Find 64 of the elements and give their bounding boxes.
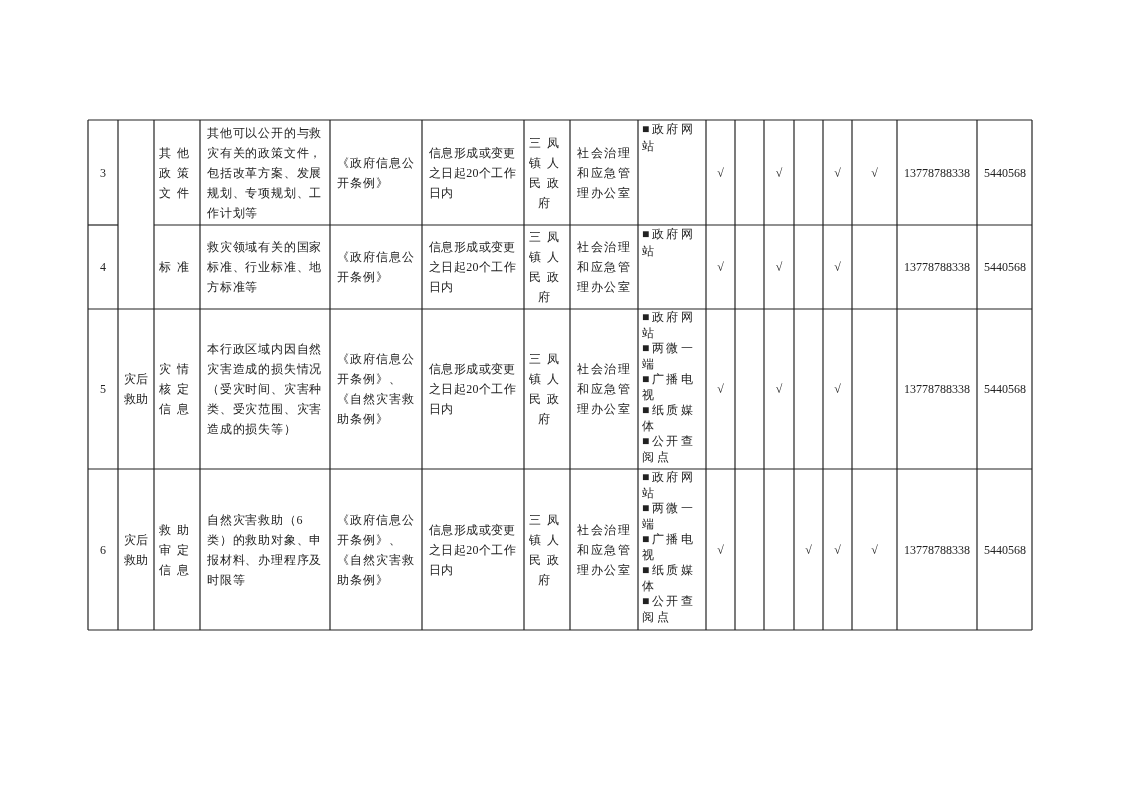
check-mark: √: [716, 259, 725, 276]
department-name: 社会治理和应急管理办公室: [577, 521, 631, 579]
channel-item: ■公开查阅点: [642, 434, 697, 465]
phone-number: 13778788338: [904, 259, 970, 276]
check-mark: √: [774, 259, 784, 276]
row-number: 4: [99, 259, 107, 276]
legal-basis: 《政府信息公开条例》、《自然灾害救助条例》: [337, 351, 415, 428]
check-mark: √: [870, 164, 879, 182]
channel-item: ■政府网站: [642, 470, 697, 501]
phone-number: 13778788338: [904, 541, 970, 559]
check-mark: √: [833, 259, 842, 276]
channel-item: ■公开查阅点: [642, 594, 697, 625]
fax-number: 5440568: [984, 541, 1025, 559]
check-mark: √: [833, 381, 842, 398]
category-text: 灾后救助: [123, 531, 149, 569]
check-mark: √: [833, 541, 842, 559]
item-name: 标准: [158, 259, 196, 276]
channel-item: ■政府网站: [642, 310, 697, 341]
fax-number: 5440568: [984, 259, 1025, 276]
department-name: 社会治理和应急管理办公室: [577, 361, 631, 418]
channel-item: ■纸质媒体: [642, 563, 697, 594]
fax-number: 5440568: [984, 381, 1025, 398]
legal-basis: 《政府信息公开条例》: [337, 154, 415, 192]
check-mark: √: [833, 164, 842, 182]
time-limit: 信息形成或变更之日起20个工作日内: [429, 144, 517, 202]
responsible-body: 三凤镇人民政府: [528, 134, 566, 212]
responsible-body: 三凤镇人民政府: [528, 229, 566, 306]
phone-number: 13778788338: [904, 381, 970, 398]
row-number: 3: [99, 164, 107, 182]
check-mark: √: [804, 541, 813, 559]
department-name: 社会治理和应急管理办公室: [577, 144, 631, 202]
channel-item: ■政府网站: [642, 121, 697, 155]
check-mark: √: [716, 381, 725, 398]
item-name: 灾情核定信息: [158, 361, 196, 418]
channel-item: ■两微一端: [642, 341, 697, 372]
time-limit: 信息形成或变更之日起20个工作日内: [429, 521, 517, 579]
content-text: 自然灾害救助（6类）的救助对象、申报材料、办理程序及时限等: [207, 511, 323, 589]
check-mark: √: [774, 381, 784, 398]
item-name: 其他政策文件: [158, 144, 196, 202]
legal-basis: 《政府信息公开条例》: [337, 249, 415, 286]
responsible-body: 三凤镇人民政府: [528, 511, 566, 589]
content-text: 救灾领域有关的国家标准、行业标准、地方标准等: [207, 239, 323, 296]
time-limit: 信息形成或变更之日起20个工作日内: [429, 239, 517, 296]
check-mark: √: [716, 164, 725, 182]
item-name: 救助审定信息: [158, 521, 196, 579]
channel-item: ■政府网站: [642, 226, 697, 260]
responsible-body: 三凤镇人民政府: [528, 351, 566, 428]
department-name: 社会治理和应急管理办公室: [577, 239, 631, 296]
content-text: 本行政区域内因自然灾害造成的损失情况（受灾时间、灾害种类、受灾范围、灾害造成的损失等）: [207, 341, 323, 438]
check-mark: √: [870, 541, 879, 559]
channel-item: ■纸质媒体: [642, 403, 697, 434]
channel-item: ■广播电视: [642, 372, 697, 403]
category-text: 灾后救助: [123, 371, 149, 408]
row-number: 5: [99, 381, 107, 398]
time-limit: 信息形成或变更之日起20个工作日内: [429, 361, 517, 418]
content-text: 其他可以公开的与救灾有关的政策文件，包括改革方案、发展规划、专项规划、工作计划等: [207, 124, 323, 222]
channel-item: ■广播电视: [642, 532, 697, 563]
channel-item: ■两微一端: [642, 501, 697, 532]
legal-basis: 《政府信息公开条例》、《自然灾害救助条例》: [337, 511, 415, 589]
check-mark: √: [716, 541, 725, 559]
row-number: 6: [99, 541, 107, 559]
fax-number: 5440568: [984, 164, 1025, 182]
phone-number: 13778788338: [904, 164, 970, 182]
check-mark: √: [774, 164, 784, 182]
